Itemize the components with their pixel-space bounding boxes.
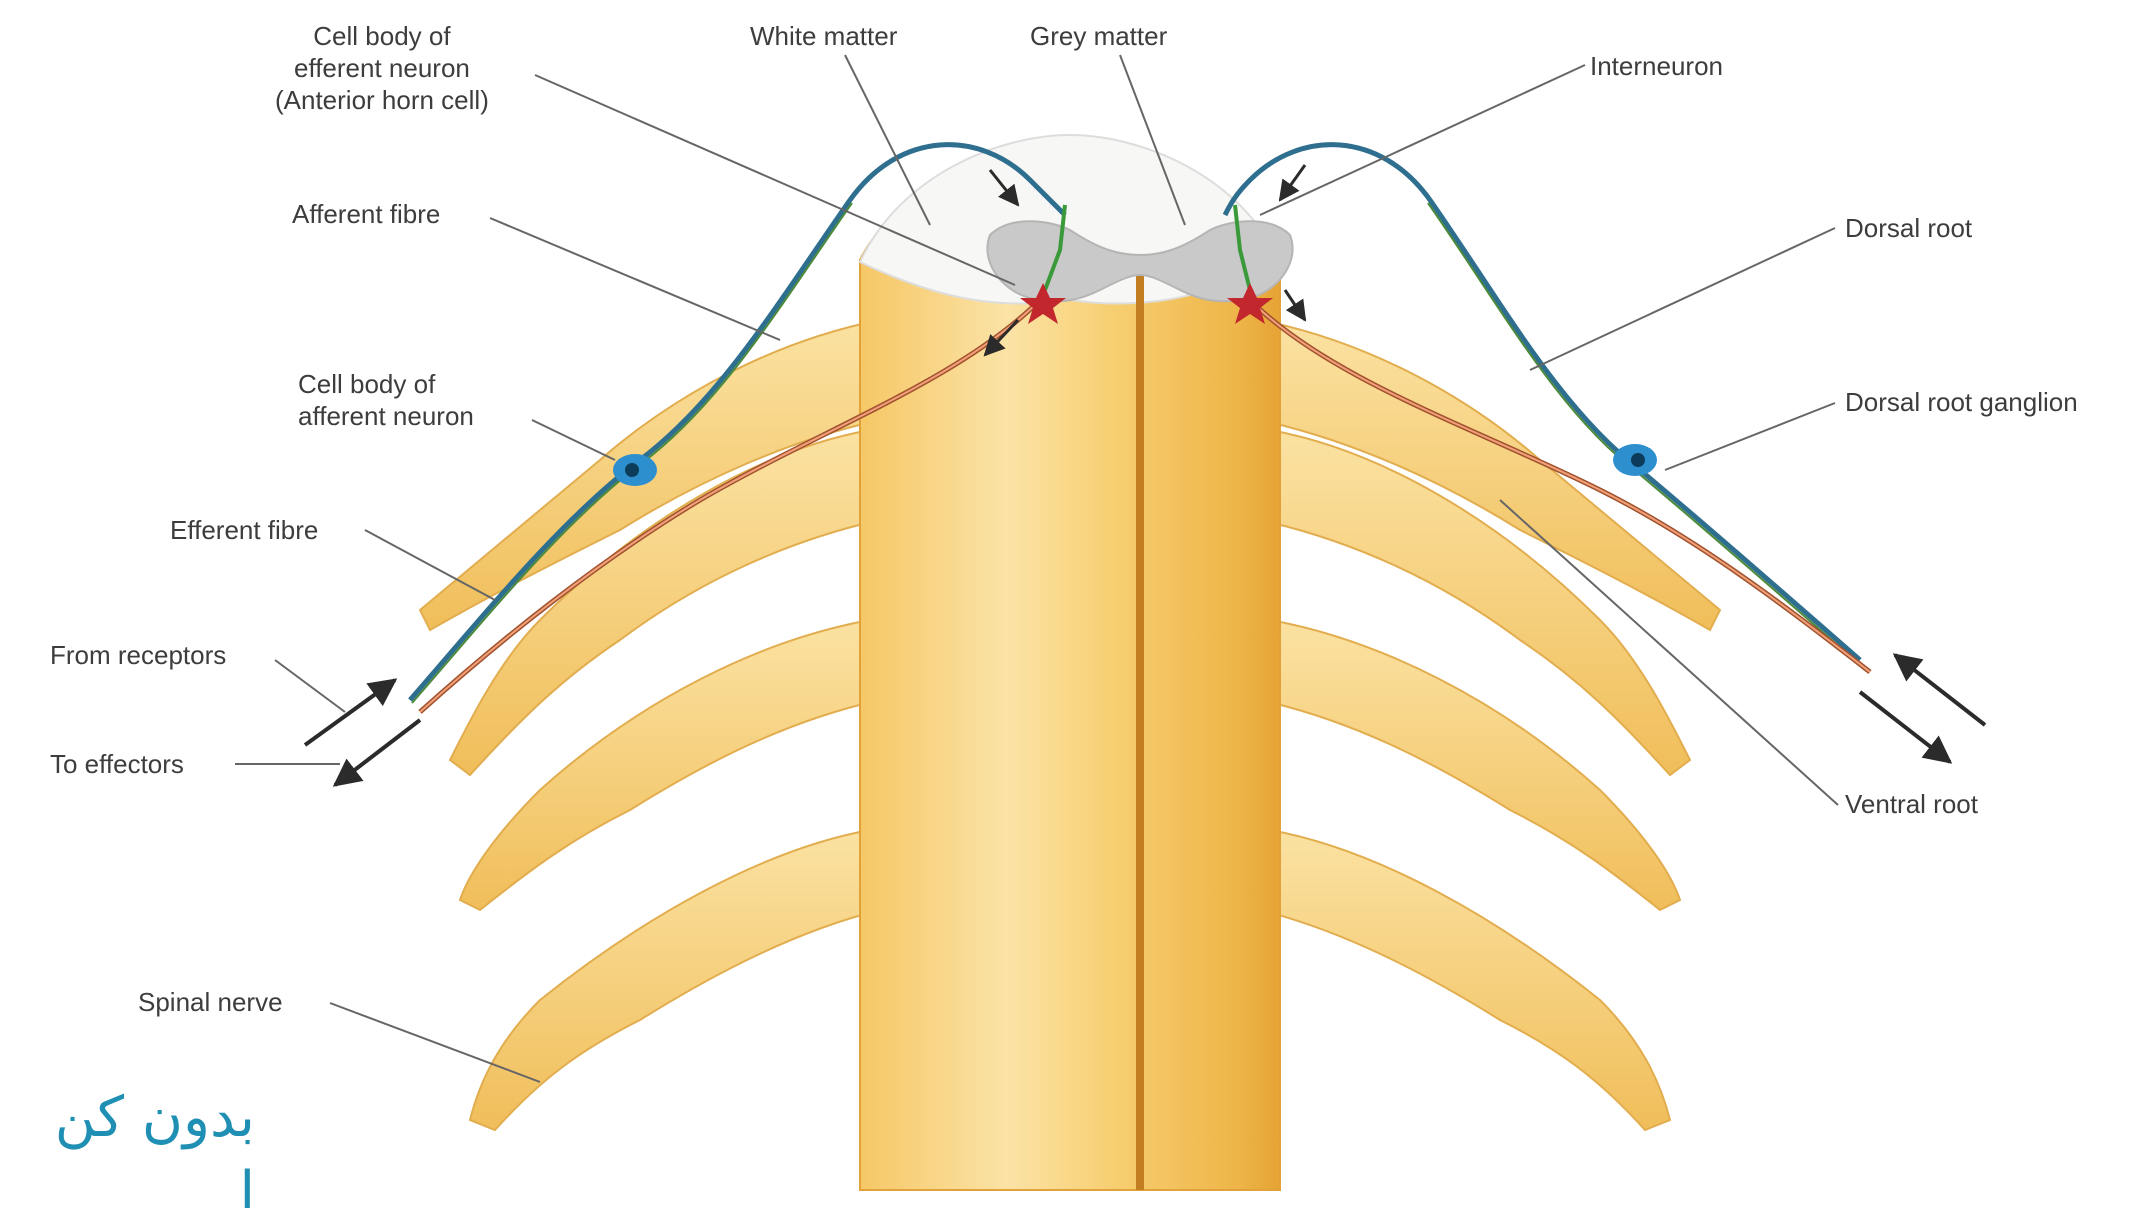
- label-dorsal-root-ganglion: Dorsal root ganglion: [1845, 386, 2078, 418]
- watermark-line2: ا: [35, 1160, 255, 1208]
- label-cell-body-afferent-line2: afferent neuron: [298, 400, 474, 432]
- label-interneuron: Interneuron: [1590, 50, 1723, 82]
- label-spinal-nerve: Spinal nerve: [138, 986, 283, 1018]
- label-cell-body-efferent-line3: (Anterior horn cell): [275, 84, 489, 116]
- label-cell-body-afferent-line1: Cell body of: [298, 368, 474, 400]
- label-to-effectors: To effectors: [50, 748, 184, 780]
- label-from-receptors: From receptors: [50, 639, 226, 671]
- label-grey-matter: Grey matter: [1030, 20, 1167, 52]
- label-cell-body-afferent: Cell body of afferent neuron: [298, 368, 474, 432]
- label-white-matter: White matter: [750, 20, 897, 52]
- label-cell-body-efferent: Cell body of efferent neuron (Anterior h…: [275, 20, 489, 116]
- watermark-line1: بدون کن: [35, 1085, 255, 1150]
- afferent-cell-body-left: [613, 454, 657, 486]
- label-ventral-root: Ventral root: [1845, 788, 1978, 820]
- label-cell-body-efferent-line1: Cell body of: [275, 20, 489, 52]
- label-efferent-fibre: Efferent fibre: [170, 514, 318, 546]
- label-afferent-fibre: Afferent fibre: [292, 198, 440, 230]
- afferent-cell-body-right: [1613, 444, 1657, 476]
- label-dorsal-root: Dorsal root: [1845, 212, 1972, 244]
- label-cell-body-efferent-line2: efferent neuron: [275, 52, 489, 84]
